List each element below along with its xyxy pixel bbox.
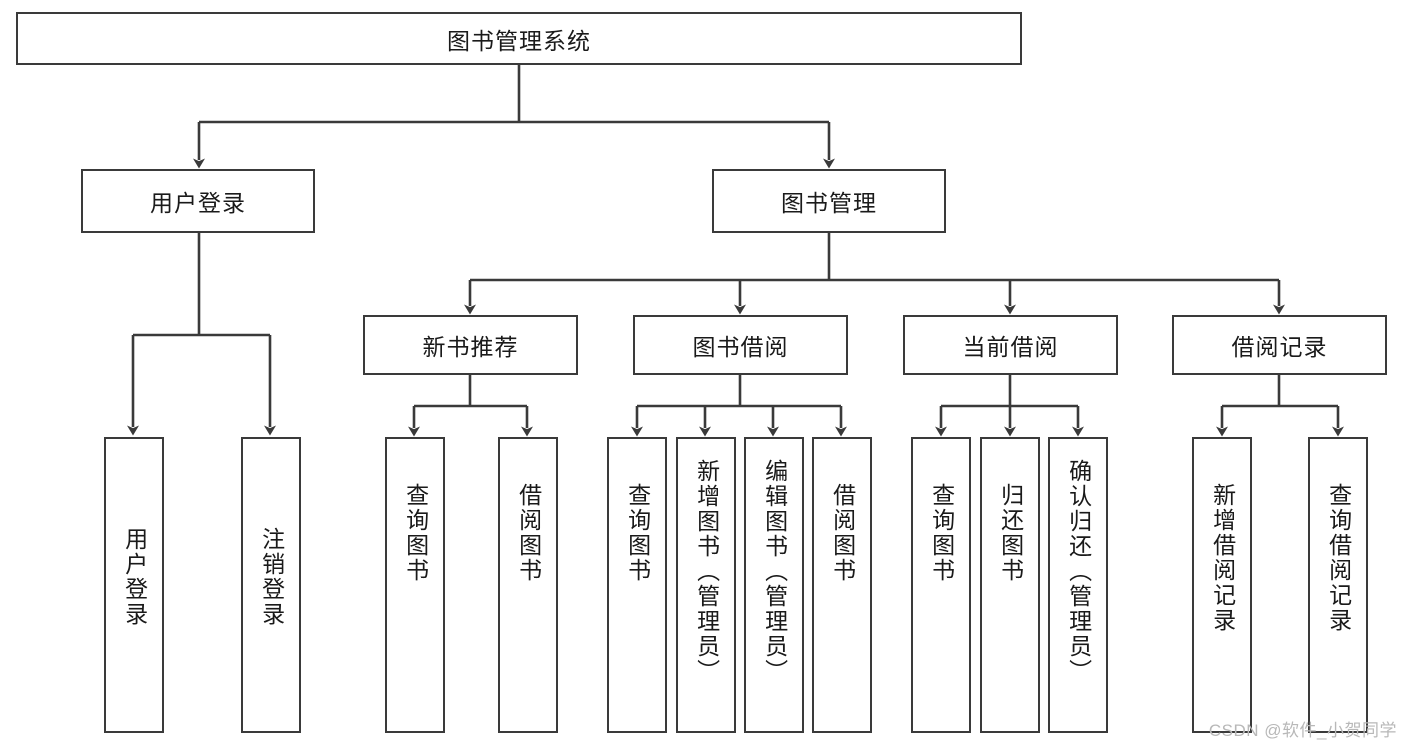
leaf-borrow-borrow-book[interactable]: 借阅图书 bbox=[812, 437, 872, 733]
leaf-record-add-record[interactable]: 新增借阅记录 bbox=[1192, 437, 1252, 733]
node-label: 图书管理系统 bbox=[447, 27, 591, 54]
node-label: 当前借阅 bbox=[962, 334, 1059, 360]
node-current-borrow[interactable]: 当前借阅 bbox=[903, 315, 1118, 375]
node-borrow-record[interactable]: 借阅记录 bbox=[1172, 315, 1387, 375]
leaf-current-query-book[interactable]: 查询图书 bbox=[911, 437, 971, 733]
node-label: 查询图书 bbox=[928, 483, 955, 583]
node-label: 图书借阅 bbox=[692, 334, 789, 360]
node-label: 用户登录 bbox=[150, 190, 246, 216]
node-new-book-recommend[interactable]: 新书推荐 bbox=[363, 315, 578, 375]
node-label: 图书管理 bbox=[781, 190, 877, 216]
node-label: 查询图书 bbox=[402, 483, 429, 583]
node-label: 查询借阅记录 bbox=[1325, 483, 1352, 633]
node-label: 查询图书 bbox=[624, 483, 651, 583]
leaf-borrow-query-book[interactable]: 查询图书 bbox=[607, 437, 667, 733]
leaf-current-confirm-return[interactable]: 确认归还（管理员） bbox=[1048, 437, 1108, 733]
node-label: 借阅图书 bbox=[515, 483, 542, 583]
node-label: 借阅图书 bbox=[829, 483, 856, 583]
node-root[interactable]: 图书管理系统 bbox=[16, 12, 1022, 65]
leaf-borrow-add-book[interactable]: 新增图书（管理员） bbox=[676, 437, 736, 733]
node-label: 新增借阅记录 bbox=[1209, 483, 1236, 633]
node-label: 新书推荐 bbox=[422, 334, 519, 360]
node-label: 借阅记录 bbox=[1231, 334, 1328, 360]
node-user-login[interactable]: 用户登录 bbox=[81, 169, 315, 233]
node-label: 新增图书（管理员） bbox=[693, 459, 720, 684]
node-book-management[interactable]: 图书管理 bbox=[712, 169, 946, 233]
node-label: 编辑图书（管理员） bbox=[761, 459, 788, 684]
leaf-user-login[interactable]: 用户登录 bbox=[104, 437, 164, 733]
node-label: 注销登录 bbox=[258, 527, 285, 627]
watermark: CSDN @软件_小贺同学 bbox=[1208, 721, 1397, 740]
node-label: 确认归还（管理员） bbox=[1065, 459, 1092, 684]
node-book-borrow[interactable]: 图书借阅 bbox=[633, 315, 848, 375]
leaf-recommend-borrow-book[interactable]: 借阅图书 bbox=[498, 437, 558, 733]
leaf-current-return-book[interactable]: 归还图书 bbox=[980, 437, 1040, 733]
leaf-borrow-edit-book[interactable]: 编辑图书（管理员） bbox=[744, 437, 804, 733]
leaf-user-logout[interactable]: 注销登录 bbox=[241, 437, 301, 733]
leaf-record-query-record[interactable]: 查询借阅记录 bbox=[1308, 437, 1368, 733]
node-label: 用户登录 bbox=[121, 527, 148, 627]
node-label: 归还图书 bbox=[997, 483, 1024, 583]
leaf-recommend-query-book[interactable]: 查询图书 bbox=[385, 437, 445, 733]
